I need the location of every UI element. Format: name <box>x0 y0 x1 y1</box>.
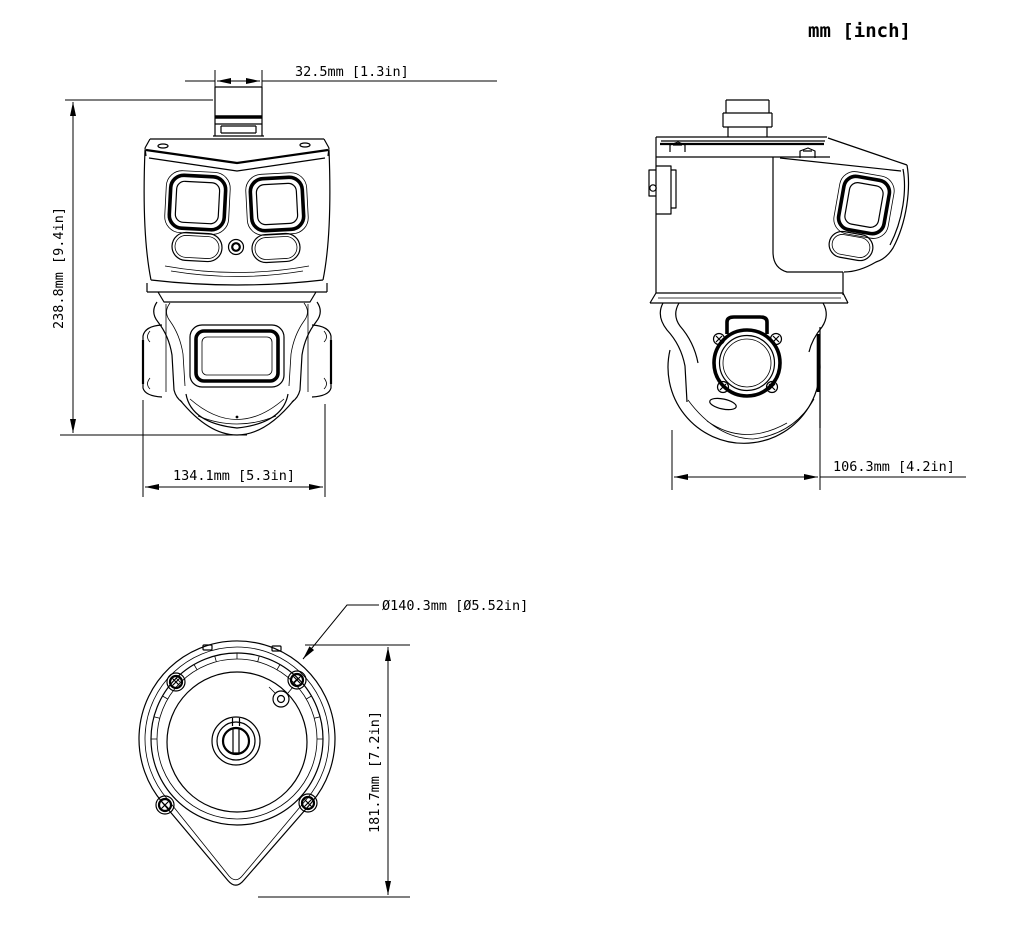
dim-front-height-label: 238.8mm [9.4in] <box>51 207 67 329</box>
front-left-lens-window <box>164 170 231 235</box>
side-ball-screws <box>712 332 783 394</box>
dim-front-bottom-width: 134.1mm [5.3in] <box>142 400 326 497</box>
dim-front-top-width-label: 32.5mm [1.3in] <box>295 64 409 80</box>
dim-side-width: 106.3mm [4.2in] <box>671 396 966 490</box>
front-right-lens-window <box>245 172 309 236</box>
bottom-dome-base <box>166 671 308 813</box>
units-header-label: mm [inch] <box>808 20 911 42</box>
side-connector-detail <box>649 184 657 192</box>
side-mounting-neck <box>722 99 773 137</box>
front-ball-lens-window <box>189 324 285 388</box>
bottom-ring-notch-right <box>271 645 282 652</box>
side-top-plate <box>655 136 908 172</box>
front-left-ear-bracket <box>141 324 163 398</box>
dim-side-width-label: 106.3mm [4.2in] <box>833 459 955 475</box>
dim-front-height: 238.8mm [9.4in] <box>51 99 247 436</box>
dim-bottom-diameter-label: Ø140.3mm [Ø5.52in] <box>382 598 528 614</box>
bottom-ring-notch-left <box>202 644 213 651</box>
front-view-drawing <box>141 86 333 436</box>
front-mounting-neck <box>213 86 264 137</box>
bottom-ring-ticks <box>151 653 323 740</box>
front-ptz-ball <box>153 301 321 436</box>
dim-front-bottom-width-label: 134.1mm [5.3in] <box>173 468 295 484</box>
bottom-outline-teardrop <box>138 640 336 886</box>
side-ir-illuminator <box>828 230 874 262</box>
side-ball-slot <box>709 397 737 411</box>
side-ptz-ball <box>659 302 827 444</box>
front-right-ir-illuminator <box>251 232 301 264</box>
front-skirt <box>146 283 328 303</box>
dim-front-top-width: 32.5mm [1.3in] <box>185 64 497 88</box>
front-head-body <box>143 149 331 286</box>
side-lens-window <box>833 171 895 239</box>
dim-bottom-diameter: Ø140.3mm [Ø5.52in] <box>302 598 528 660</box>
front-head-cap <box>144 138 330 172</box>
front-right-ear-bracket <box>311 324 333 398</box>
side-body <box>648 157 910 304</box>
front-left-ir-illuminator <box>171 231 223 263</box>
dim-bottom-height-label: 181.7mm [7.2in] <box>367 711 383 833</box>
bottom-center-hub <box>211 716 261 766</box>
bottom-view-drawing <box>138 640 336 886</box>
bottom-screws <box>155 670 318 815</box>
front-indicator-led <box>227 238 245 256</box>
bottom-alignment-tab <box>268 686 294 708</box>
side-ball-lens <box>712 328 782 398</box>
dim-bottom-height: 181.7mm [7.2in] <box>258 644 410 898</box>
side-view-drawing <box>648 99 910 444</box>
